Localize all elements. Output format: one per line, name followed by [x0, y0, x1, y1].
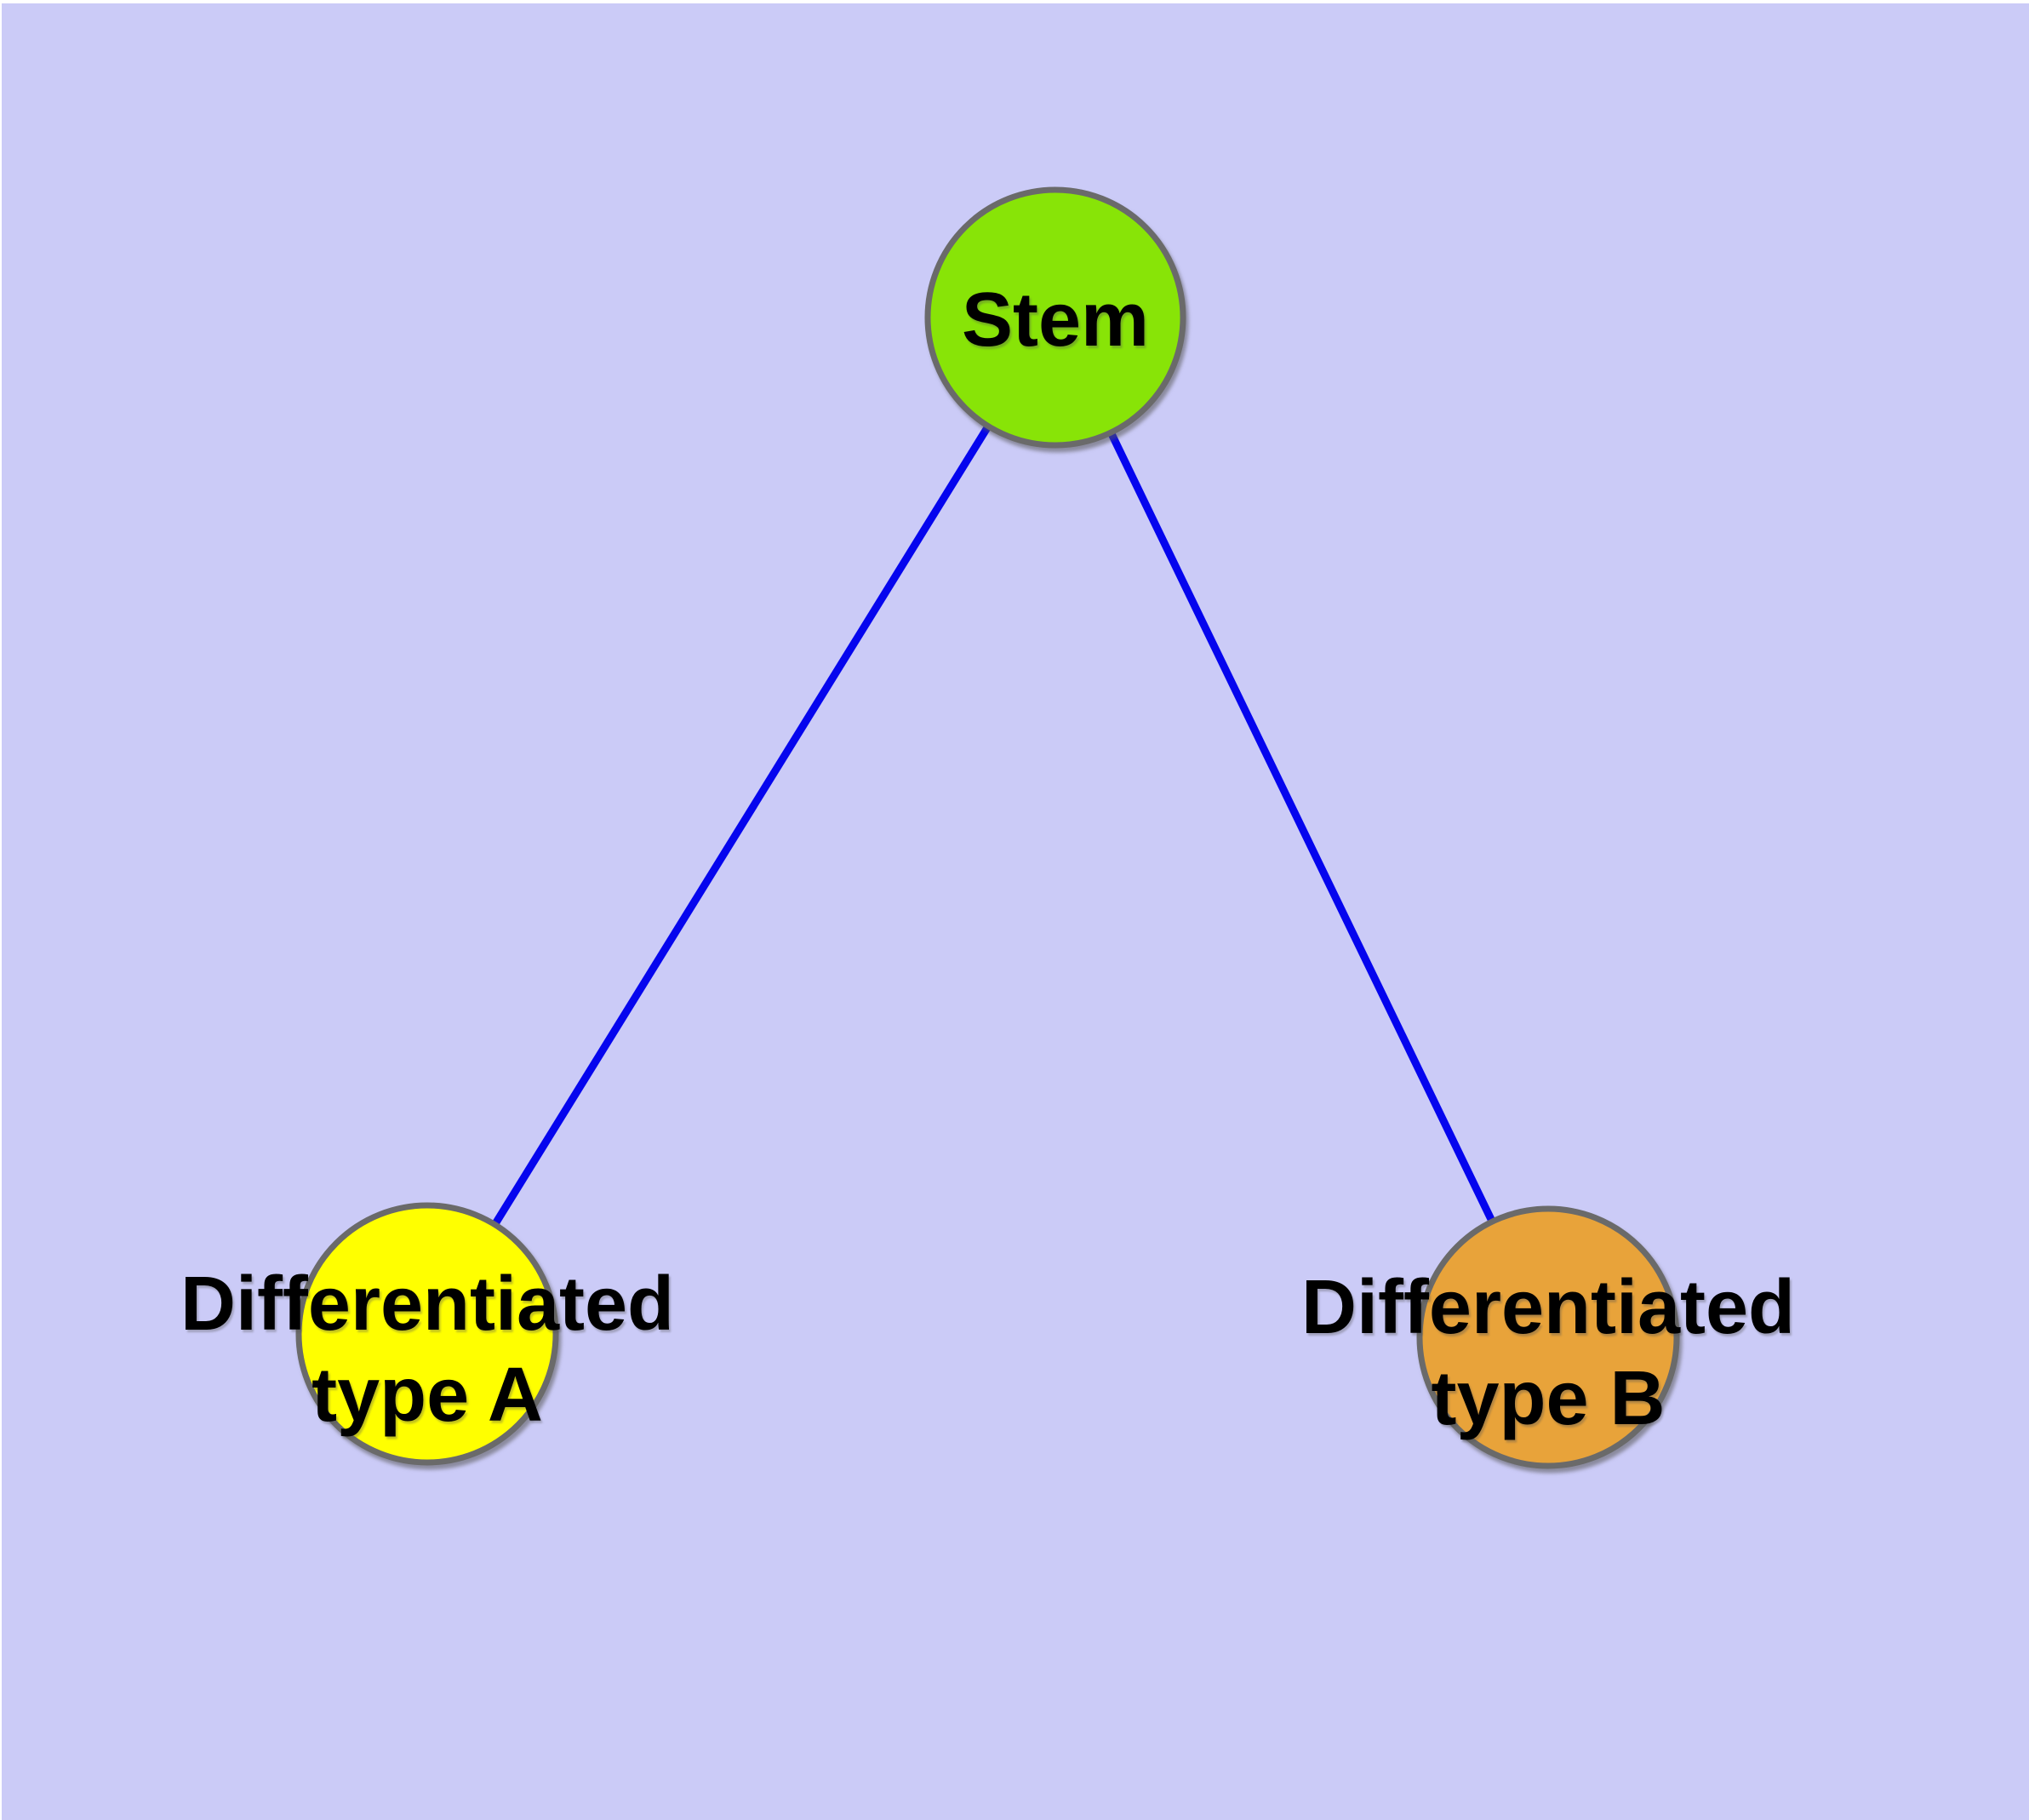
edge-stem-to-type-b [1051, 316, 1552, 1339]
edge-stem-to-type-a [424, 315, 1059, 1336]
node-differentiated-type-a-circle [295, 1202, 559, 1466]
node-stem-label: Stem [962, 278, 1149, 363]
node-differentiated-type-a-label-line1: Differentiated [180, 1262, 674, 1347]
node-stem-circle [924, 186, 1186, 449]
node-differentiated-type-b-label-line1: Differentiated [1301, 1265, 1795, 1350]
node-differentiated-type-b-label-line2: type B [1431, 1356, 1665, 1441]
node-differentiated-type-b: Differentiated type B [1301, 1205, 1795, 1469]
node-differentiated-type-a: Differentiated type A [180, 1202, 674, 1466]
node-differentiated-type-b-circle [1416, 1205, 1680, 1469]
node-differentiated-type-a-label-line2: type A [311, 1353, 543, 1438]
node-stem: Stem [924, 186, 1186, 449]
